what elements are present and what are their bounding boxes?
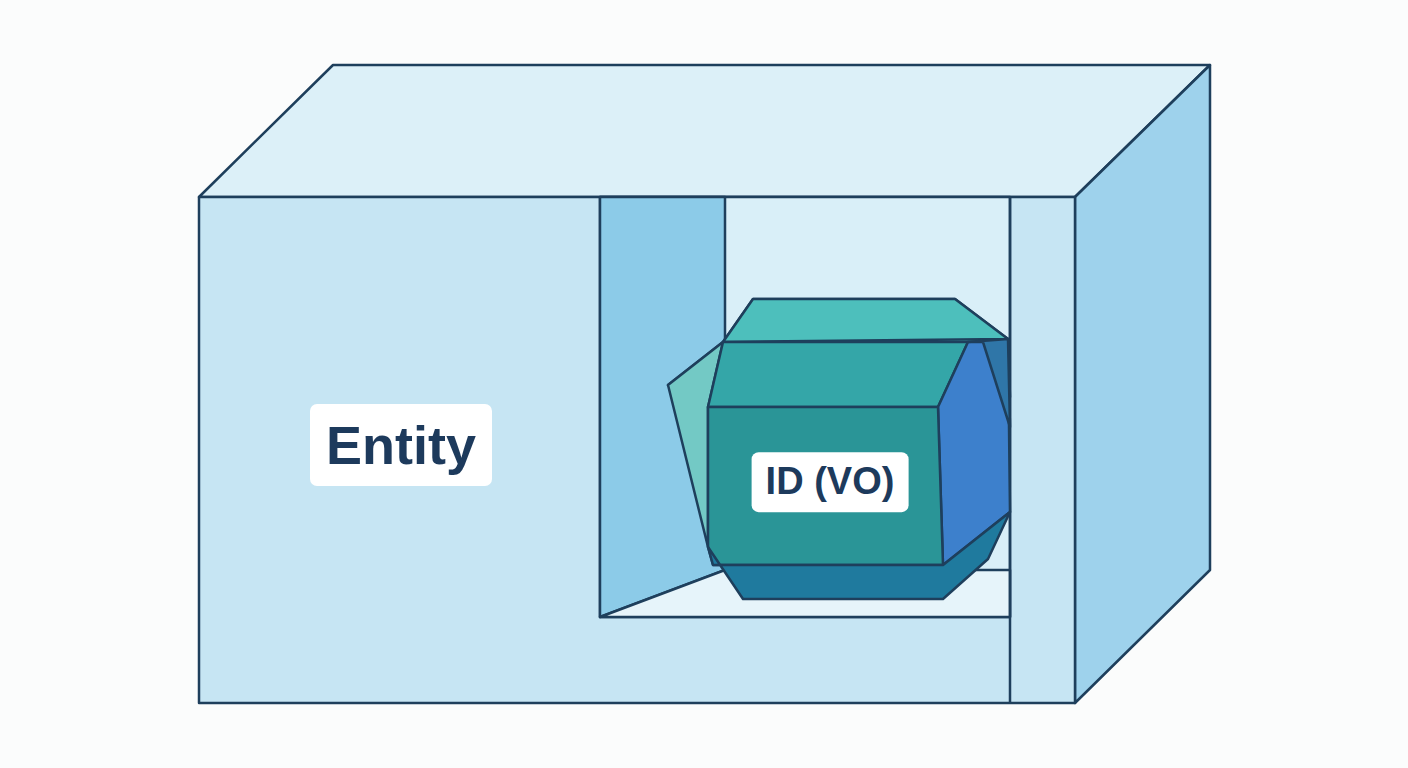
gem-facet <box>708 512 1010 599</box>
gem-facet <box>708 407 943 565</box>
entity-box: Entity ID (VO) <box>199 197 1075 703</box>
gem-facet <box>723 299 1008 342</box>
cutout-left-wall <box>600 197 725 617</box>
gem-facet <box>968 339 1010 427</box>
node-label: Entity <box>310 404 492 486</box>
gem-facet <box>708 342 968 407</box>
box-top-face <box>199 65 1210 197</box>
box-side-face <box>1075 65 1210 703</box>
box-front-face <box>199 197 1075 703</box>
cutout-back-wall <box>600 197 1010 617</box>
id-value-object-gem: ID (VO) <box>668 297 1010 600</box>
node-label: ID (VO) <box>752 452 909 512</box>
gem-outline <box>668 297 1010 600</box>
